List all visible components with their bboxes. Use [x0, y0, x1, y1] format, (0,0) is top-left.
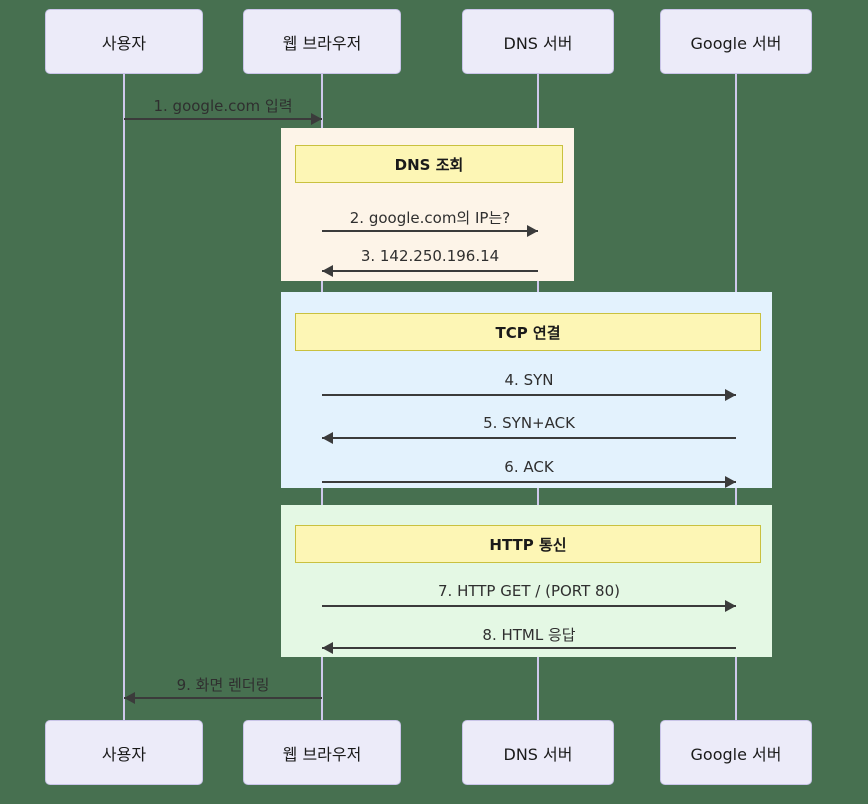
block-label-tcp-connection: TCP 연결 [295, 313, 761, 351]
message-line-m2 [322, 230, 538, 232]
block-label-http-communication: HTTP 통신 [295, 525, 761, 563]
message-label-m7: 7. HTTP GET / (PORT 80) [438, 582, 620, 600]
participant-google-top[interactable]: Google 서버 [660, 9, 812, 74]
message-line-m8 [322, 647, 736, 649]
message-arrowhead-m9 [124, 692, 135, 704]
message-arrowhead-m7 [725, 600, 736, 612]
participant-label: Google 서버 [690, 33, 782, 53]
participant-label: 웹 브라우저 [282, 744, 362, 764]
participant-user-bottom[interactable]: 사용자 [45, 720, 203, 785]
message-arrowhead-m5 [322, 432, 333, 444]
message-arrowhead-m8 [322, 642, 333, 654]
participant-browser-top[interactable]: 웹 브라우저 [243, 9, 401, 74]
block-label-text: DNS 조회 [394, 155, 464, 174]
participant-google-bottom[interactable]: Google 서버 [660, 720, 812, 785]
message-arrowhead-m6 [725, 476, 736, 488]
message-arrowhead-m4 [725, 389, 736, 401]
message-label-m2: 2. google.com의 IP는? [349, 209, 511, 227]
message-arrowhead-m2 [527, 225, 538, 237]
participant-label: Google 서버 [690, 744, 782, 764]
message-label-m6: 6. ACK [504, 458, 554, 476]
message-arrowhead-m3 [322, 265, 333, 277]
message-line-m3 [322, 270, 538, 272]
participant-user-top[interactable]: 사용자 [45, 9, 203, 74]
block-label-dns-lookup: DNS 조회 [295, 145, 563, 183]
participant-label: DNS 서버 [503, 33, 573, 53]
message-line-m7 [322, 605, 736, 607]
participant-dns-top[interactable]: DNS 서버 [462, 9, 614, 74]
participant-label: DNS 서버 [503, 744, 573, 764]
message-line-m6 [322, 481, 736, 483]
message-label-m5: 5. SYN+ACK [483, 414, 575, 432]
message-line-m5 [322, 437, 736, 439]
message-line-m4 [322, 394, 736, 396]
message-arrowhead-m1 [311, 113, 322, 125]
message-label-m1: 1. google.com 입력 [153, 97, 293, 115]
message-label-m9: 9. 화면 렌더링 [176, 676, 270, 694]
message-label-m8: 8. HTML 응답 [482, 626, 576, 644]
participant-label: 사용자 [101, 33, 147, 53]
lifeline-user [123, 74, 125, 720]
participant-label: 사용자 [101, 744, 147, 764]
message-label-m4: 4. SYN [504, 371, 554, 389]
block-label-text: HTTP 통신 [489, 535, 567, 554]
participant-label: 웹 브라우저 [282, 33, 362, 53]
message-line-m1 [124, 118, 322, 120]
participant-dns-bottom[interactable]: DNS 서버 [462, 720, 614, 785]
block-label-text: TCP 연결 [495, 323, 561, 342]
participant-browser-bottom[interactable]: 웹 브라우저 [243, 720, 401, 785]
message-line-m9 [124, 697, 322, 699]
message-label-m3: 3. 142.250.196.14 [360, 247, 500, 265]
